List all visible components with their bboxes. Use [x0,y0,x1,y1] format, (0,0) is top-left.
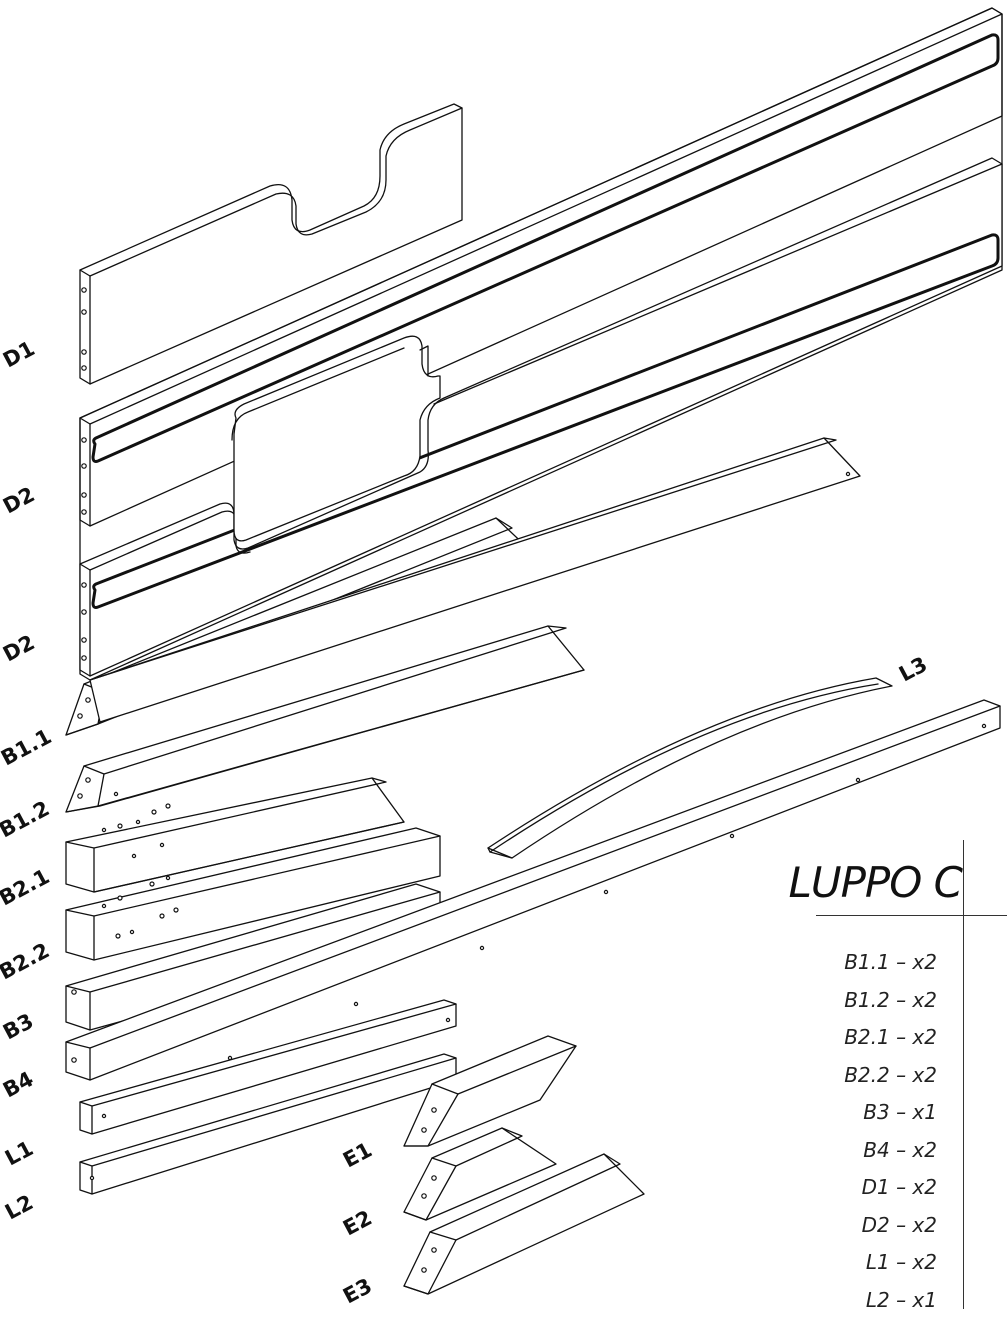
parts-list-item: B2.2 – x2 [790,1057,937,1095]
label-b1-2: B1.2 [0,796,53,842]
parts-list-item: L2 – x1 [790,1282,937,1319]
parts-list-item: B1.1 – x2 [790,944,937,982]
label-b3: B3 [0,1009,37,1045]
parts-list-item: D1 – x2 [790,1169,937,1207]
label-e2: E2 [339,1206,376,1241]
label-l1: L1 [1,1136,37,1170]
label-b2-2: B2.2 [0,938,53,984]
drawing-title: LUPPO C [784,858,962,907]
label-d1: D1 [0,336,39,372]
label-d2-upper: D2 [0,482,39,518]
parts-list-item: B2.1 – x2 [790,1019,937,1057]
parts-list-item: B3 – x1 [790,1094,937,1132]
label-l3: L3 [895,652,931,686]
title-block-vertical-rule [963,840,964,1309]
title-block-horizontal-rule [816,915,1007,916]
label-b1-1: B1.1 [0,724,55,770]
parts-list-item: D2 – x2 [790,1207,937,1245]
label-e1: E1 [339,1138,376,1173]
label-d2-lower: D2 [0,630,39,666]
label-e3: E3 [339,1274,376,1309]
part-e1 [404,1036,576,1146]
parts-list-item: L1 – x2 [790,1244,937,1282]
parts-list: B1.1 – x2 B1.2 – x2 B2.1 – x2 B2.2 – x2 … [790,944,937,1319]
label-b4: B4 [0,1067,37,1103]
label-l2: L2 [1,1190,37,1224]
parts-list-item: B4 – x2 [790,1132,937,1170]
label-b2-1: B2.1 [0,864,53,910]
title-block: LUPPO C B1.1 – x2 B1.2 – x2 B2.1 – x2 B2… [780,840,1007,1309]
parts-list-item: B1.2 – x2 [790,982,937,1020]
